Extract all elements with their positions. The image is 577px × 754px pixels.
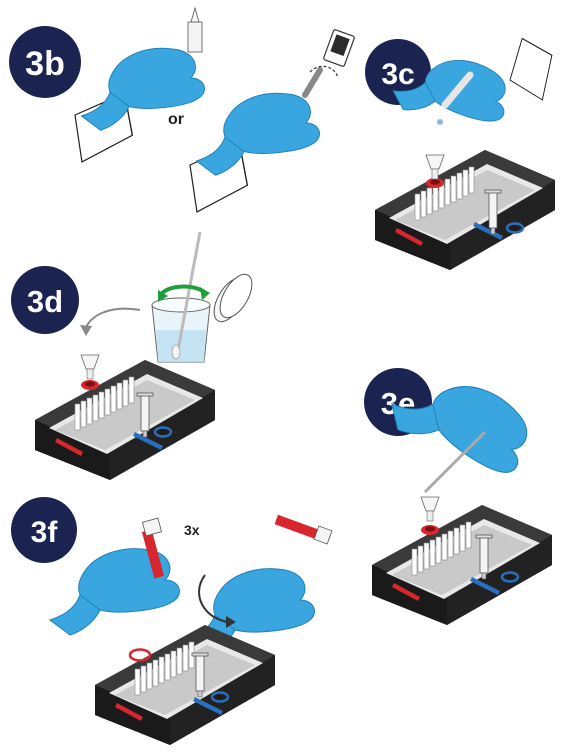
step-3e: 3e: [364, 347, 552, 625]
badge-label: 3b: [25, 45, 65, 83]
drop-icon: [437, 119, 443, 125]
or-label: or: [168, 111, 184, 128]
test-cartridge-icon: [35, 355, 215, 480]
step-3b: 3b or: [9, 8, 355, 220]
gloved-hand-icon: [182, 29, 355, 220]
gloved-hand-icon: [67, 8, 204, 170]
badge-label: 3c: [381, 58, 414, 91]
badge-3f: 3f: [11, 497, 77, 563]
cup-lid-icon: [208, 269, 259, 327]
red-tube-icon: [275, 515, 320, 539]
pour-arrow-icon: [85, 309, 140, 330]
step-3d: 3d: [11, 232, 258, 480]
step-3c: 3c: [365, 31, 570, 270]
badge-label: 3d: [27, 284, 63, 319]
badge-3d: 3d: [11, 266, 79, 334]
badge-3b: 3b: [9, 26, 81, 98]
step-3f: 3f 3x: [11, 497, 332, 745]
test-cartridge-icon: [375, 150, 555, 270]
test-cartridge-icon: [95, 625, 275, 745]
badge-label: 3f: [31, 516, 59, 549]
dropper-bottle-icon: [188, 22, 202, 52]
test-cartridge-icon: [372, 497, 552, 625]
repeat-count-label: 3x: [184, 522, 200, 538]
red-port-icon: [130, 650, 150, 661]
